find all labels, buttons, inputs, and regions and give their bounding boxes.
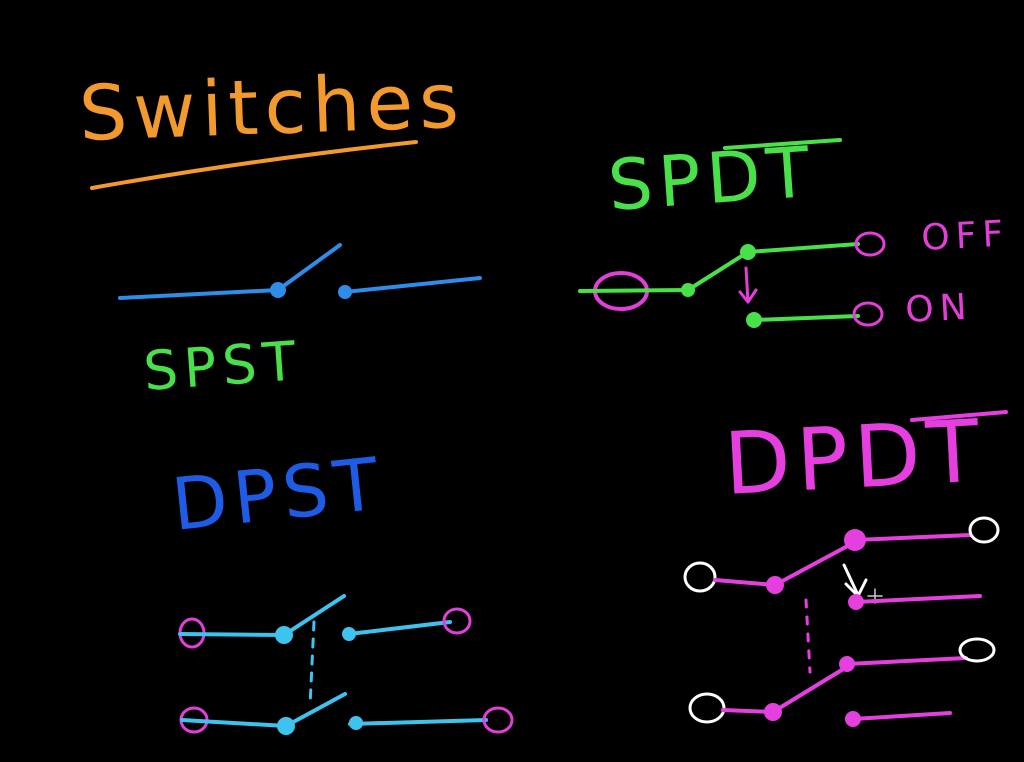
dpdt-label-underline	[910, 410, 1008, 422]
dpst-bottom-right-wire	[348, 718, 488, 726]
spdt-on-terminal	[852, 301, 884, 327]
dpst-bottom-output-terminal	[482, 706, 514, 734]
dpst-diagram: DPST	[168, 441, 514, 735]
dpdt-top-input-wire	[713, 578, 777, 587]
spdt-diagram: SPDT OFF ON	[578, 131, 1010, 331]
spdt-toggle-arrow	[738, 266, 758, 304]
spdt-position-off: OFF	[920, 213, 1010, 259]
spdt-off-wire	[746, 242, 860, 254]
spdt-on-wire	[752, 314, 860, 322]
spst-left-wire	[118, 288, 280, 300]
spdt-position-on: ON	[904, 287, 973, 331]
spst-pivot-terminal	[270, 282, 286, 298]
dpdt-top-throw-2-wire	[854, 594, 982, 604]
spst-switch-arm	[276, 243, 342, 292]
dpst-top-right-wire	[347, 620, 452, 636]
dpdt-label: DPDT	[722, 401, 988, 515]
dpst-top-left-wire	[178, 632, 286, 637]
dpdt-top-throw-1-wire	[853, 533, 972, 542]
dpst-mechanical-link	[308, 620, 316, 708]
spst-right-wire	[343, 276, 482, 294]
dpst-bottom-arm	[284, 692, 347, 728]
dpdt-mechanical-link	[804, 598, 812, 674]
spdt-label-underline	[723, 138, 842, 150]
dpdt-bottom-throw-2-wire	[851, 711, 952, 721]
spdt-off-terminal	[854, 231, 886, 257]
spst-label: SPST	[142, 329, 304, 403]
dpdt-top-arm	[773, 540, 857, 587]
title-underline	[90, 140, 418, 190]
spst-diagram: SPST	[118, 243, 482, 403]
dpdt-top-throw-1-terminal	[968, 516, 1000, 544]
dpdt-bottom-throw-1-terminal	[958, 637, 996, 663]
dpdt-diagram: DPDT	[683, 401, 1008, 727]
spdt-label: SPDT	[605, 131, 818, 227]
dpdt-top-input-terminal	[683, 561, 717, 593]
dpdt-bottom-input-terminal	[688, 692, 726, 724]
dpdt-bottom-throw-1-wire	[845, 656, 968, 666]
dpst-top-arm	[282, 594, 346, 637]
page-title: Switches	[78, 56, 466, 158]
spdt-input-wire	[578, 288, 690, 293]
title-group: Switches	[78, 56, 466, 190]
dpst-bottom-left-wire	[180, 718, 288, 728]
spdt-switch-arm	[686, 250, 750, 292]
dpdt-bottom-arm	[771, 666, 847, 714]
dpst-top-output-terminal	[442, 607, 472, 635]
